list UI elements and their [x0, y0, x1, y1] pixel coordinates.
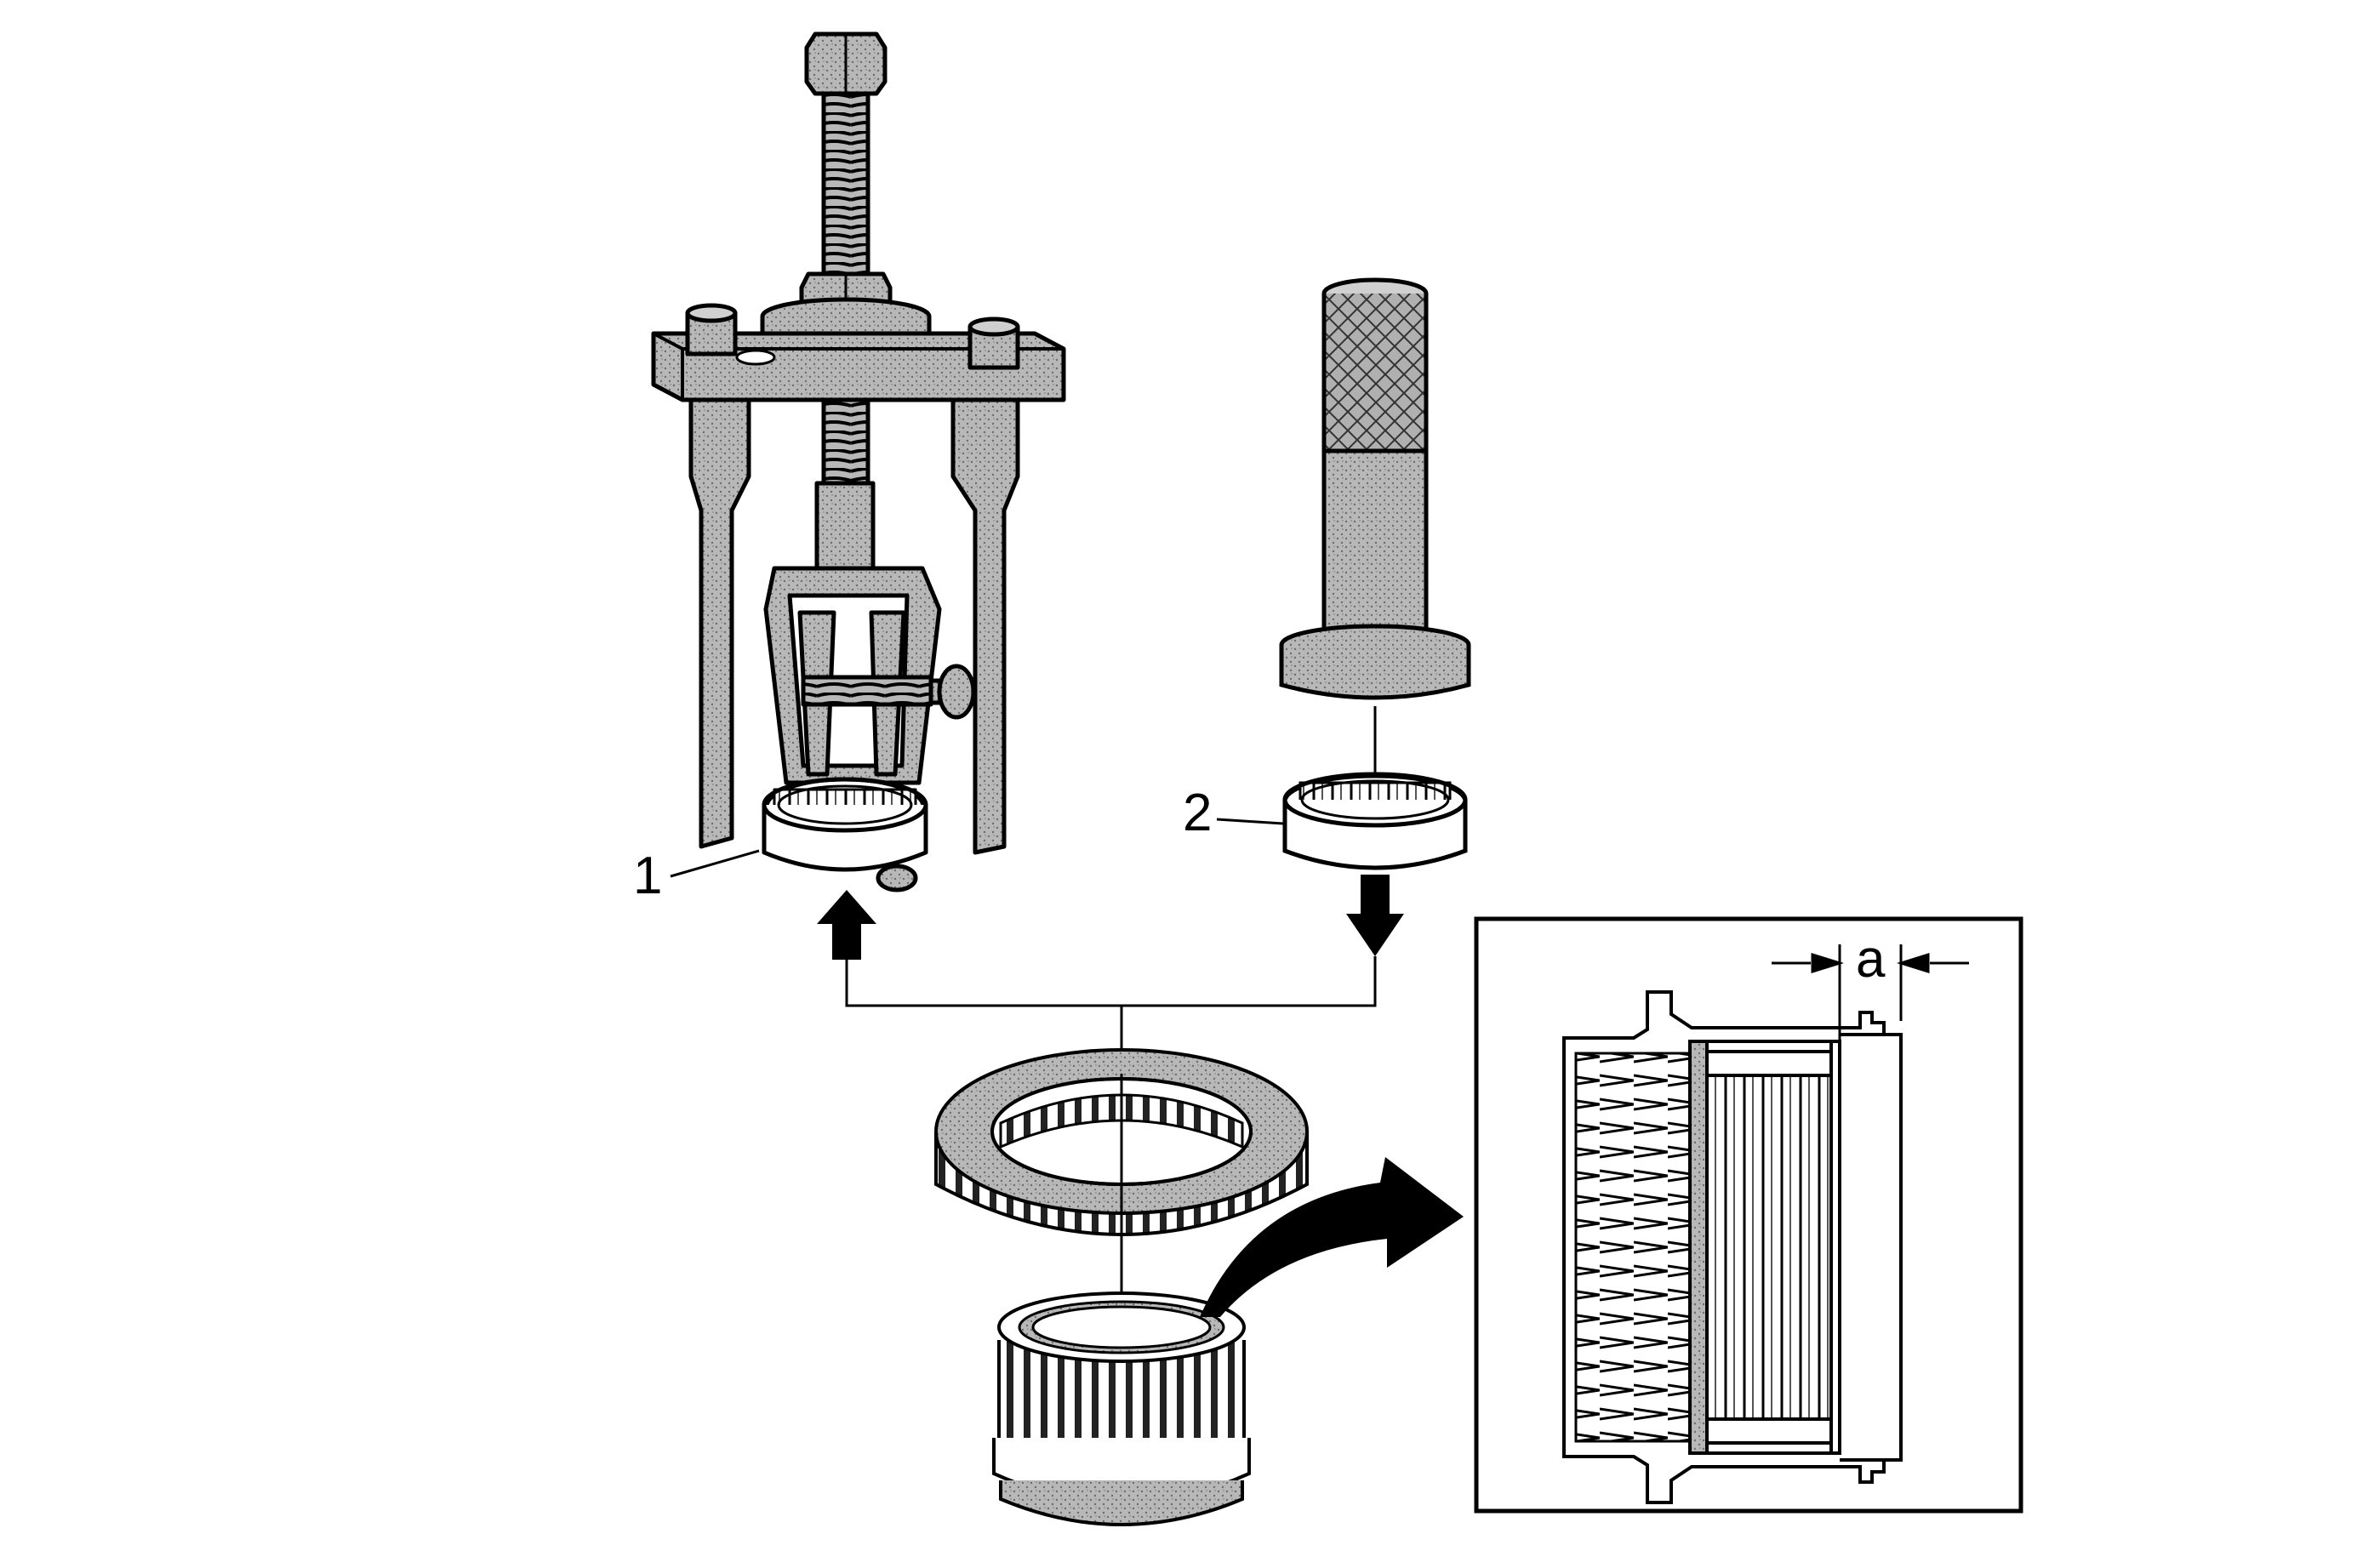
arrow-up-icon [817, 890, 876, 960]
callout-1: 1 [633, 847, 662, 905]
hub-icon [992, 1291, 1251, 1526]
dimension-a [1772, 944, 1969, 1041]
bearing-puller-icon [651, 31, 1066, 892]
callout-2: 2 [1183, 784, 1212, 842]
connector-line [845, 956, 1377, 1007]
detail-section-icon [1562, 990, 1903, 1504]
needle-bearing-icon [1282, 772, 1468, 870]
dimension-a-label: a [1856, 930, 1886, 989]
detail-inset: a [1474, 916, 2023, 1514]
callout-1-leader [670, 849, 760, 878]
bearing-installer-icon [1279, 277, 1471, 793]
curved-arrow-icon [1200, 1157, 1464, 1317]
callout-2-leader [1216, 818, 1284, 825]
arrow-down-icon [1346, 875, 1404, 956]
